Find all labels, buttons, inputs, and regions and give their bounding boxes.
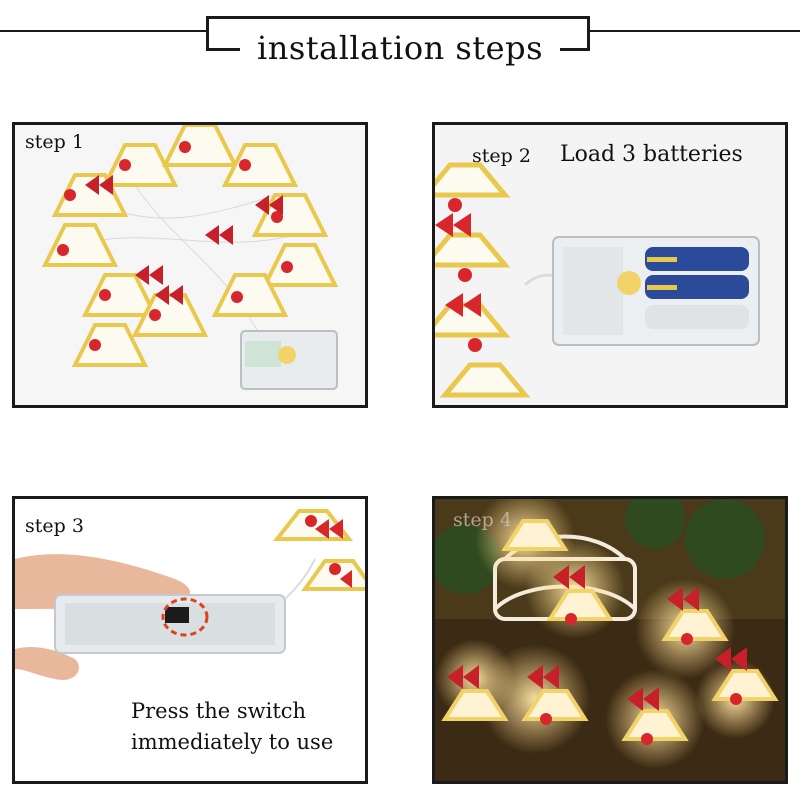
bell-cluster-left — [41, 125, 239, 367]
header-bracket-base-right — [552, 48, 590, 51]
step-3-label: step 3 — [25, 515, 84, 537]
battery-box-hand — [54, 594, 286, 654]
step-1-label: step 1 — [25, 131, 84, 153]
step-3-panel: step 3 Press the switch immediately to u… — [12, 496, 368, 784]
switch-press-image — [15, 499, 365, 781]
step-4-label: step 4 — [453, 509, 512, 531]
battery-loading-image — [435, 125, 785, 405]
battery-box — [240, 330, 338, 390]
background-foliage — [435, 499, 765, 594]
step-3-caption-line-2: immediately to use — [131, 730, 334, 754]
header-bracket — [206, 16, 590, 50]
step-2-panel: step 2 Load 3 batteries — [432, 122, 788, 408]
lights-lit-image — [435, 499, 785, 781]
header-rule-right — [590, 30, 800, 32]
bell-string-lights-image — [15, 125, 365, 405]
step-4-panel: step 4 — [432, 496, 788, 784]
header-bracket-base-left — [206, 48, 246, 51]
page-title: installation steps — [240, 28, 560, 68]
step-2-label: step 2 — [472, 145, 531, 167]
step-1-panel: step 1 — [12, 122, 368, 408]
step-3-caption-line-1: Press the switch — [131, 699, 307, 723]
header-rule-left — [0, 30, 206, 32]
step-2-caption: Load 3 batteries — [560, 142, 743, 167]
battery-box-open — [552, 236, 760, 346]
